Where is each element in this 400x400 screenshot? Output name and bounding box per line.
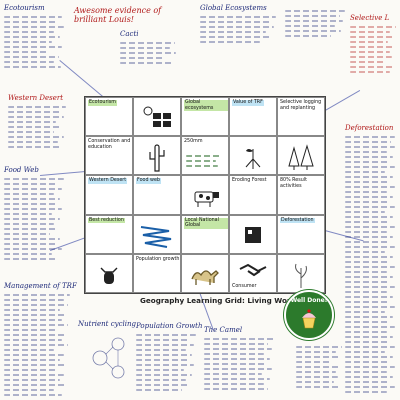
cacti-note: Cacti xyxy=(120,30,180,64)
cell-label: Global ecosystems xyxy=(184,100,228,111)
grid-cell-food-web: Food web xyxy=(133,175,181,215)
cell-label: Value of TRF xyxy=(232,100,264,106)
grid-cell-western-desert: Western Desert xyxy=(85,175,133,215)
cell-label: Deforestation xyxy=(280,217,315,224)
grid-cell-trees xyxy=(277,136,325,176)
cell-label: Eroding Forest xyxy=(232,178,267,184)
solar-panel-icon xyxy=(143,106,171,128)
top-right-note xyxy=(285,6,347,37)
food-web-label: Food Web xyxy=(4,166,39,174)
note-label: Ecotourism xyxy=(4,4,45,12)
grid-cell-population-growth: Population growth xyxy=(133,253,181,293)
grid-cell-best-reduction: Best reduction xyxy=(85,214,133,254)
grid-cell-conservation: Conservation and education xyxy=(85,136,133,176)
western-desert-label: Western Desert xyxy=(8,94,64,102)
population-growth-note: Population Growth xyxy=(136,322,203,391)
grid-cell-deforestation: Deforestation xyxy=(277,214,325,254)
scribble-mark-icon xyxy=(140,226,172,249)
camel-icon xyxy=(191,270,219,286)
praise-note: Awesome evidence of brilliant Louis! xyxy=(74,6,184,24)
grid-cell-result-activities: 80% Result activities xyxy=(277,175,325,215)
selective-logging-label: Selective L xyxy=(350,14,390,22)
learning-grid: Ecotourism Global ecosystems Value of TR… xyxy=(84,96,326,294)
ox-icon xyxy=(100,267,118,285)
deforestation-label: Deforestation xyxy=(345,124,394,132)
management-trf-label: Management of TRF xyxy=(4,282,77,290)
grid-cell-roots xyxy=(229,136,277,176)
grid-cell-cow xyxy=(181,175,229,215)
well-done-badge: Well Done! xyxy=(284,290,334,340)
camel-note: The Camel xyxy=(204,326,278,390)
selective-logging-note: Selective L xyxy=(350,14,398,73)
cell-label: Best reduction xyxy=(88,217,125,224)
grid-cell-local-national-global: Local National Global xyxy=(181,214,229,254)
grid-cell-scribbled xyxy=(133,214,181,254)
grid-cell-camel xyxy=(181,253,229,293)
bottom-right-note xyxy=(296,342,346,388)
grid-cell-animal xyxy=(85,253,133,293)
cell-label: 80% Result activities xyxy=(280,178,308,189)
praise-text: Awesome evidence of brilliant Louis! xyxy=(74,6,162,24)
trees-icon xyxy=(288,143,314,170)
cell-label: Ecotourism xyxy=(88,100,117,106)
grid-cell-eroding-forest: Eroding Forest xyxy=(229,175,277,215)
nutrient-cycle-sketch xyxy=(92,337,125,379)
grid-cell-250mm: 250mm xyxy=(181,136,229,176)
cell-label: Population growth xyxy=(136,256,180,262)
cell-label: Selective logging and replanting xyxy=(280,100,322,111)
cell-label: Food web xyxy=(136,178,161,184)
grid-cell-value-trf: Value of TRF xyxy=(229,97,277,137)
cell-label: Western Desert xyxy=(88,178,128,184)
grid-cell-solar xyxy=(133,97,181,137)
logging-icon xyxy=(245,227,261,244)
cactus-icon xyxy=(149,144,165,172)
plant-sketch-icon xyxy=(295,264,307,289)
nutrient-cycling-note: Nutrient cycling xyxy=(78,320,136,395)
note-top-left: Ecotourism xyxy=(4,4,66,68)
cupcake-icon xyxy=(302,309,316,329)
grid-cell-consumer-image xyxy=(229,214,277,254)
badge-text: Well Done! xyxy=(290,297,328,304)
cow-icon xyxy=(194,191,219,207)
cell-label: Local National Global xyxy=(184,217,228,229)
western-desert-note: Western Desert xyxy=(8,94,70,148)
food-web-note: Food Web xyxy=(4,166,68,260)
grid-cell-drawing xyxy=(277,253,325,293)
grid-cell-cactus xyxy=(133,136,181,176)
camel-label: The Camel xyxy=(204,326,243,334)
management-trf-note: Management of TRF xyxy=(4,282,77,396)
cell-label: Conservation and education xyxy=(88,139,131,150)
cacti-label: Cacti xyxy=(120,30,139,38)
grid-cell-consumer: Consumer xyxy=(229,253,277,293)
deforestation-note: Deforestation xyxy=(345,124,399,393)
global-ecosystems-label: Global Ecosystems xyxy=(200,4,267,12)
grid-cell-selective-logging: Selective logging and replanting xyxy=(277,97,325,137)
plant-roots-icon xyxy=(245,148,261,169)
cell-label: 250mm xyxy=(184,139,203,145)
grid-cell-global-ecosystems: Global ecosystems xyxy=(181,97,229,137)
global-ecosystems-note: Global Ecosystems xyxy=(200,4,280,43)
nutrient-cycling-label: Nutrient cycling xyxy=(78,320,136,328)
grid-title: Geography Learning Grid: Living World xyxy=(140,296,299,305)
cell-label: Consumer xyxy=(232,283,257,289)
handshake-icon xyxy=(239,263,267,276)
grid-cell-ecotourism: Ecotourism xyxy=(85,97,133,137)
population-growth-label: Population Growth xyxy=(136,322,203,330)
connector-line xyxy=(325,90,361,111)
